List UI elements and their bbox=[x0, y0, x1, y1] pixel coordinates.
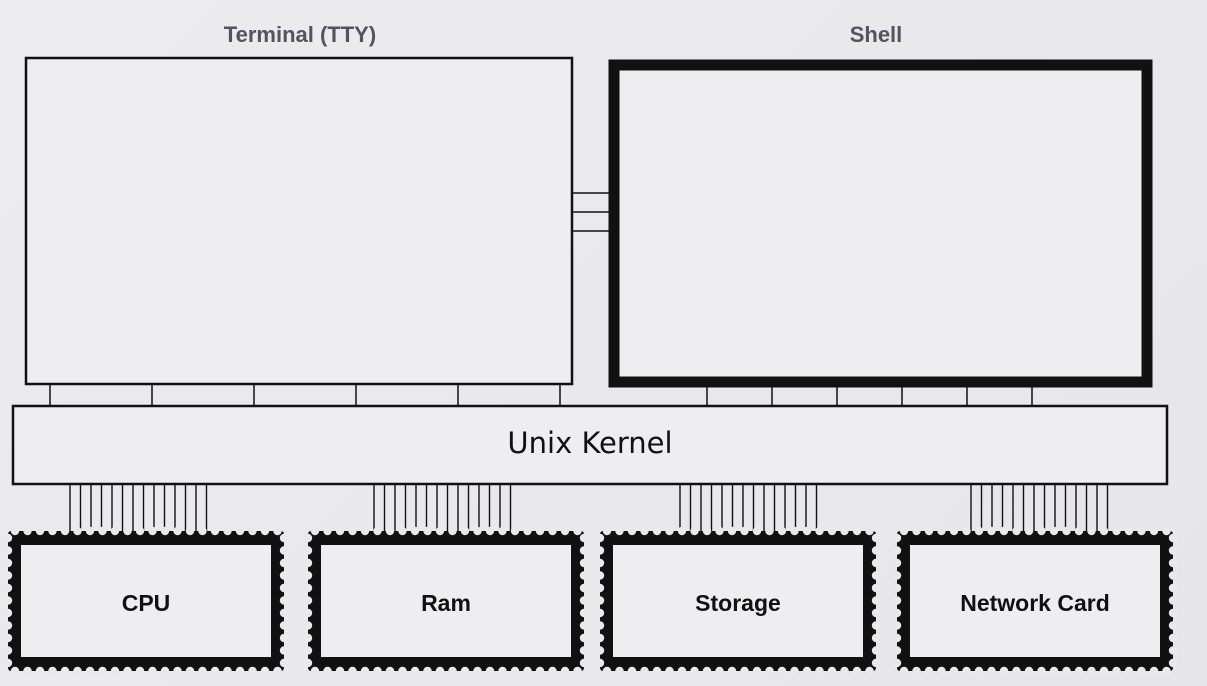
storage-box bbox=[595, 526, 881, 676]
network-card-label: Network Card bbox=[960, 590, 1110, 616]
ram-label: Ram bbox=[421, 590, 471, 616]
shell-box bbox=[608, 59, 1153, 388]
kernel-box bbox=[11, 404, 1169, 486]
shell-kernel-connector bbox=[706, 387, 1033, 406]
terminal-shell-connector bbox=[572, 192, 609, 232]
kernel-label: Unix Kernel bbox=[507, 426, 673, 460]
terminal-kernel-connector bbox=[49, 384, 561, 406]
cpu-box bbox=[3, 526, 289, 676]
ram-bus bbox=[373, 484, 512, 536]
ram-box bbox=[303, 526, 589, 676]
cpu-label: CPU bbox=[121, 590, 171, 616]
terminal-title: Terminal (TTY) bbox=[223, 22, 377, 47]
shell-title: Shell bbox=[849, 22, 903, 47]
terminal-box bbox=[24, 56, 574, 386]
network-card-box bbox=[892, 526, 1178, 676]
storage-label: Storage bbox=[695, 590, 781, 616]
